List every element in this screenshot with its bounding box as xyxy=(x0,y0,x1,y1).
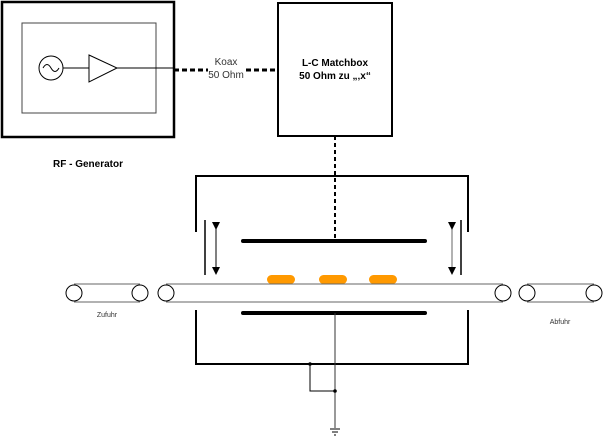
workpiece xyxy=(369,275,397,284)
chamber-base xyxy=(195,310,469,365)
infeed-label: Zufuhr xyxy=(97,312,118,319)
rf-generator-outer-box xyxy=(0,0,176,139)
workpiece xyxy=(267,275,295,284)
rf-generator-label: RF - Generator xyxy=(53,159,123,170)
workpieces xyxy=(267,275,397,284)
coax-label-impedance: 50 Ohm xyxy=(208,70,244,81)
outfeed-label: Abfuhr xyxy=(550,319,571,326)
matchbox-box xyxy=(277,2,393,137)
ac-source-icon xyxy=(38,55,64,81)
junction-dot xyxy=(308,362,312,366)
matchbox-title: L-C Matchbox xyxy=(302,58,369,69)
outfeed-conveyor xyxy=(518,283,603,303)
coax-label-type: Koax xyxy=(215,57,238,68)
chamber-ground-strap xyxy=(309,364,335,392)
rf-generator xyxy=(0,0,176,139)
chamber-lid xyxy=(195,175,469,232)
matchbox-subtitle: 50 Ohm zu „‚x“ xyxy=(299,71,371,82)
workpiece xyxy=(319,275,347,284)
junction-dot xyxy=(333,389,337,393)
main-conveyor xyxy=(157,283,512,303)
infeed-conveyor xyxy=(65,283,149,303)
amplifier-icon xyxy=(88,54,119,83)
ground-icon xyxy=(330,428,340,436)
